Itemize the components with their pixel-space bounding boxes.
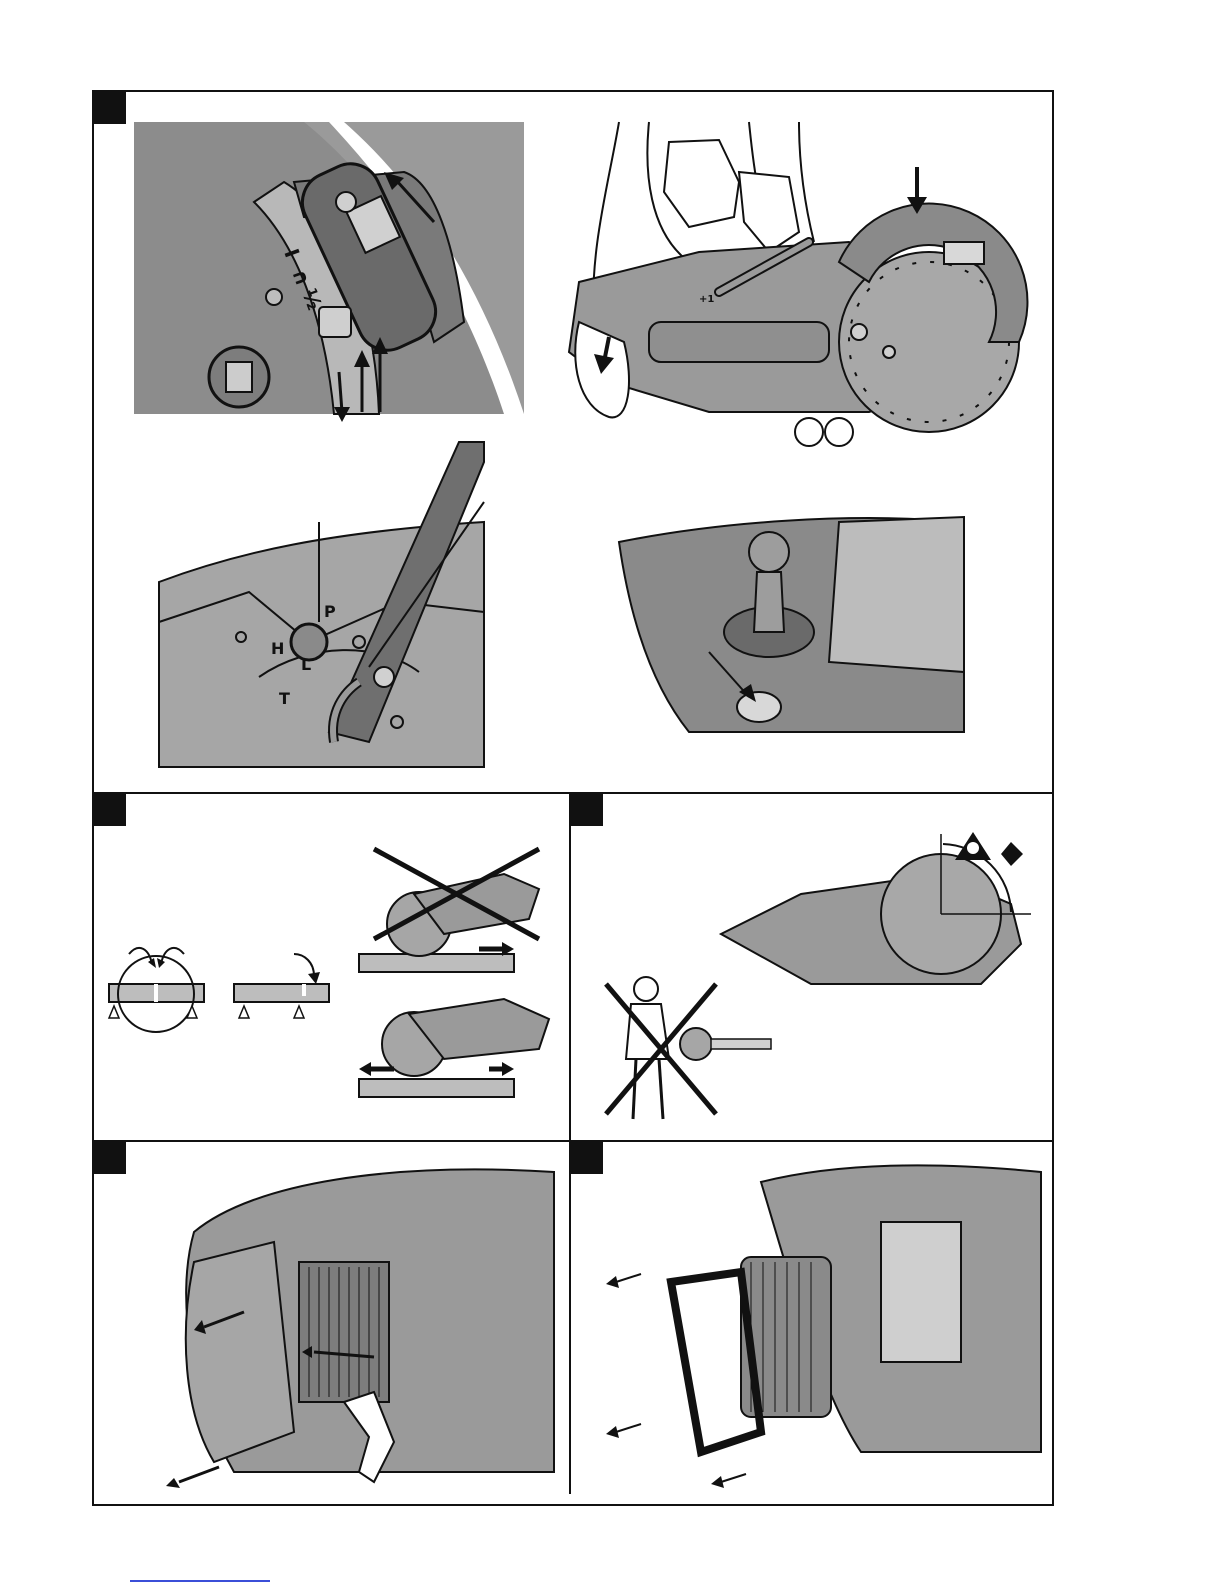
carb-label-t: T — [279, 689, 290, 708]
correct-cut-direction-illustration — [354, 994, 554, 1104]
panel-3-kickback-warning — [571, 794, 1052, 1140]
air-filter-replacement-illustration — [591, 1162, 1041, 1492]
saw-starting-position-illustration: +1 — [549, 122, 1019, 462]
panel-3-number-tag — [571, 794, 603, 826]
panel-2-cutting-technique — [94, 794, 569, 1140]
choke-lever-closeup-illustration: I ∩ ½ — [134, 122, 524, 414]
carb-label-p: P — [324, 602, 336, 621]
figure-frame: I ∩ ½ +1 — [92, 90, 1054, 1506]
panel-4-number-tag — [94, 1142, 126, 1174]
wrong-posture-illustration — [591, 974, 791, 1124]
panel-5-air-filter-replacement — [571, 1142, 1052, 1504]
panel-2-number-tag — [94, 794, 126, 826]
wrong-cut-direction-illustration — [354, 844, 554, 974]
panel-4-air-filter-cleaning — [94, 1142, 569, 1504]
panel-1-number-tag — [94, 92, 126, 124]
panel-1-starting: I ∩ ½ +1 — [94, 92, 1052, 792]
kickback-zone-illustration — [711, 814, 1041, 984]
primer-bulb-illustration — [599, 502, 964, 732]
air-filter-cleaning-illustration — [134, 1162, 554, 1492]
blade-badge: +1 — [699, 294, 714, 305]
carb-label-h: H — [271, 639, 284, 658]
carburettor-adjustment-illustration: P H L T — [159, 442, 484, 767]
beam-cutting-diagram — [104, 924, 344, 1044]
carb-label-l: L — [301, 655, 311, 674]
footer-link-underline — [130, 1580, 270, 1582]
